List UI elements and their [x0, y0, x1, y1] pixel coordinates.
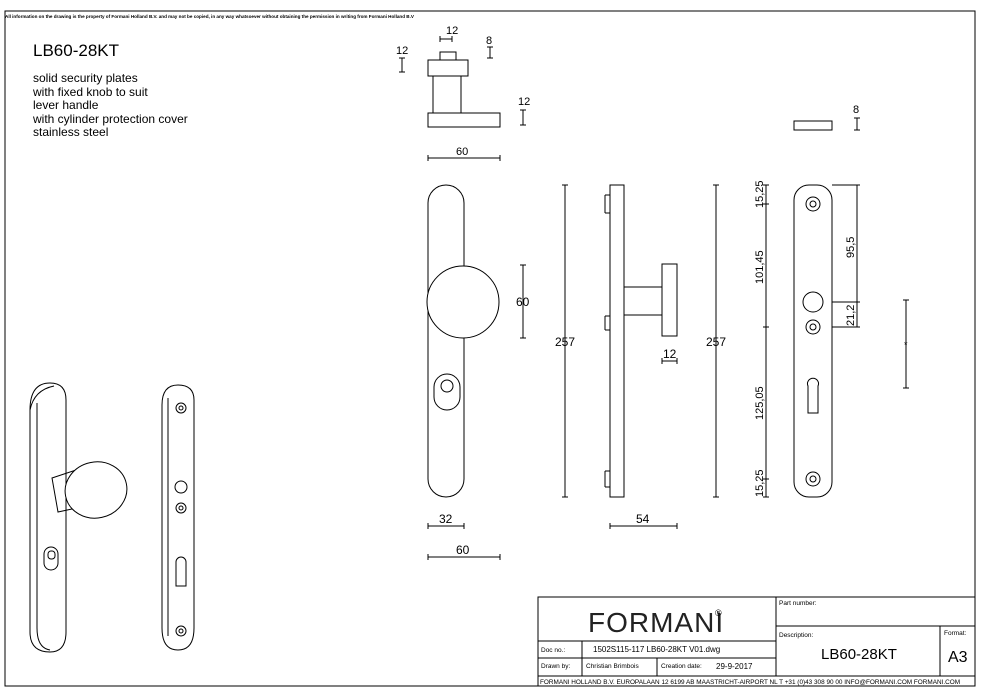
description-line: stainless steel: [33, 125, 109, 139]
dim-center-to-bottom-hole: 125,05: [754, 386, 766, 420]
dim-top-to-knob-hole: 101,45: [754, 250, 766, 284]
dim-knob-top-offset: 8: [486, 35, 492, 47]
dimension-line: [854, 117, 860, 131]
description-line: solid security plates: [33, 71, 138, 85]
drawn-by-label: Drawn by:: [541, 663, 570, 670]
sheet-border: [4, 10, 976, 687]
dim-top-hole-offset: 15,25: [754, 180, 766, 208]
format-label: Format:: [944, 630, 967, 637]
dim-side-projection: 54: [636, 512, 650, 526]
dim-knob-top-height: 12: [396, 45, 408, 57]
dim-base-width: 60: [456, 146, 468, 158]
dim-knob-diameter: 60: [516, 295, 530, 309]
description-line: with cylinder protection cover: [33, 111, 188, 126]
back-view: [763, 184, 909, 498]
description-value: LB60-28KT: [821, 646, 897, 663]
section-profile: [793, 120, 833, 131]
description-label: Description:: [779, 632, 814, 639]
side-view: [604, 184, 719, 529]
dim-asterisk: *: [904, 340, 908, 350]
format-value: A3: [948, 649, 968, 666]
product-code: LB60-28KT: [33, 41, 119, 60]
title-block: [537, 596, 976, 687]
dim-plate-length-side: 257: [706, 335, 726, 349]
brand-registered: ®: [715, 608, 722, 618]
drawn-by-value: Christian Brimbois: [586, 663, 639, 670]
doc-no-value: 1502S115-117 LB60-28KT V01.dwg: [593, 645, 720, 654]
perspective-back: [161, 384, 195, 651]
dim-bottom-hole-offset: 15,25: [754, 469, 766, 497]
creation-date-label: Creation date:: [661, 663, 702, 670]
brand-logo: FORMANI: [588, 607, 724, 638]
dim-knob-top-width: 12: [446, 25, 458, 37]
dim-side-knob-thickness: 12: [663, 347, 677, 361]
description-line: with fixed knob to suit: [33, 84, 148, 99]
dim-knob-hole-gap: 21,2: [845, 305, 857, 326]
description-line: lever handle: [33, 98, 99, 112]
perspective-front: [29, 382, 128, 653]
dim-plate-length-front: 257: [555, 335, 575, 349]
dim-base-thickness: 12: [518, 96, 530, 108]
doc-no-label: Doc no.:: [541, 647, 565, 654]
top-view: [399, 36, 526, 161]
part-number-label: Part number:: [779, 600, 817, 607]
front-view: [426, 184, 568, 560]
product-description: solid security plates with fixed knob to…: [33, 71, 188, 140]
footer-address: FORMANI HOLLAND B.V. EUROPALAAN 12 6199 …: [540, 679, 960, 686]
dim-overall-width: 60: [456, 543, 470, 557]
creation-date-value: 29-9-2017: [716, 662, 753, 671]
dim-section-thickness: 8: [853, 104, 859, 116]
copyright-notice: All information on the drawing is the pr…: [5, 14, 414, 19]
dim-plate-width: 32: [439, 512, 453, 526]
dim-top-to-center: 95,5: [845, 237, 857, 258]
